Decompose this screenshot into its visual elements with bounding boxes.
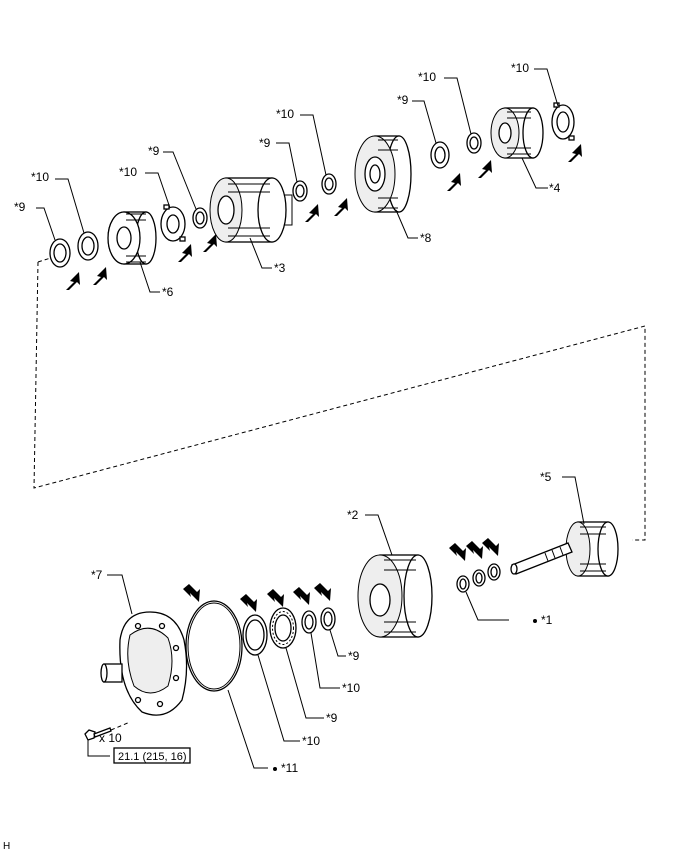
clutch-drum-part-3 xyxy=(209,177,293,243)
label-part-10: *10 xyxy=(302,734,320,748)
clutch-drum-part-2 xyxy=(357,554,433,638)
thrust-washer-part-10-lower xyxy=(301,610,317,634)
arrow-icon xyxy=(305,204,319,222)
label-part-5: *5 xyxy=(540,470,552,484)
seal-rings-part-1 xyxy=(456,563,501,593)
leader-lines-lower xyxy=(87,476,585,769)
label-part-10: *10 xyxy=(31,170,49,184)
label-part-9: *9 xyxy=(397,93,409,107)
label-part-2: *2 xyxy=(347,508,359,522)
part-labels: *10 *9 *10 *9 *10 *9 *10 *9 *10 *4 *8 *3… xyxy=(3,61,561,852)
label-part-10: *10 xyxy=(511,61,529,75)
label-part-9: *9 xyxy=(14,200,26,214)
bearing-part-9-lower xyxy=(269,607,297,649)
seal-ring-part-9-left xyxy=(49,238,71,268)
label-part-9: *9 xyxy=(148,144,160,158)
gear-part-4 xyxy=(490,107,544,159)
seal-ring-part-9-right xyxy=(430,141,450,169)
o-ring-part-11 xyxy=(185,600,243,692)
thrust-washer-part-10-upper xyxy=(321,173,337,195)
tabbed-washer-part-10-mid xyxy=(160,204,186,242)
arrow-icon xyxy=(66,272,80,290)
arrow-icon xyxy=(267,589,284,607)
label-part-7: *7 xyxy=(91,568,103,582)
oil-pump-body-part-7 xyxy=(100,611,188,716)
leader-lines-upper xyxy=(36,68,559,293)
arrow-icon xyxy=(293,587,310,605)
dot-marker-11 xyxy=(273,767,277,771)
label-part-1: *1 xyxy=(541,613,553,627)
label-part-9: *9 xyxy=(326,711,338,725)
seal-ring-part-9-lower-right xyxy=(320,607,336,631)
figure-corner-id: H xyxy=(3,841,10,852)
bolt-part xyxy=(84,721,131,741)
arrow-icon xyxy=(447,173,461,191)
dot-marker-1 xyxy=(533,619,537,623)
torque-box xyxy=(113,747,191,764)
install-arrows-upper xyxy=(66,144,582,290)
arrow-icon xyxy=(240,594,257,612)
thrust-washer-part-10-left xyxy=(77,231,99,261)
group-dashed-outline xyxy=(33,254,646,541)
bolt-quantity: x 10 xyxy=(99,731,122,745)
seal-ring-part-9-mid xyxy=(192,207,208,229)
arrow-icon xyxy=(482,538,499,556)
arrow-icon xyxy=(203,234,217,252)
arrow-icon xyxy=(466,541,483,559)
arrow-icon xyxy=(314,583,331,601)
clutch-drum-part-6 xyxy=(107,211,157,265)
arrow-icon xyxy=(334,198,348,216)
label-part-9: *9 xyxy=(259,136,271,150)
tabbed-washer-part-10-far-right xyxy=(551,102,575,141)
arrow-icon xyxy=(478,160,492,178)
label-part-10: *10 xyxy=(119,165,137,179)
thrust-washer-part-10-right xyxy=(466,132,482,154)
label-part-6: *6 xyxy=(162,285,174,299)
ring-gear-part-8 xyxy=(354,135,412,213)
arrow-icon xyxy=(183,584,200,602)
arrow-icon xyxy=(568,144,582,162)
arrow-icon xyxy=(449,543,466,561)
input-shaft-part-5 xyxy=(510,521,619,577)
label-part-10: *10 xyxy=(276,107,294,121)
label-part-10: *10 xyxy=(418,70,436,84)
torque-value: 21.1 (215, 16) xyxy=(118,751,187,763)
thrust-washer-part-10-lower-left xyxy=(242,614,268,656)
label-part-11: *11 xyxy=(281,761,298,775)
label-part-3: *3 xyxy=(274,261,286,275)
arrow-icon xyxy=(178,244,192,262)
arrow-icon xyxy=(93,267,107,285)
label-part-10: *10 xyxy=(342,681,360,695)
install-arrows-lower xyxy=(183,538,499,612)
label-part-8: *8 xyxy=(420,231,432,245)
seal-ring-part-9-upper xyxy=(292,180,308,202)
label-part-4: *4 xyxy=(549,181,561,195)
label-part-9: *9 xyxy=(348,649,360,663)
